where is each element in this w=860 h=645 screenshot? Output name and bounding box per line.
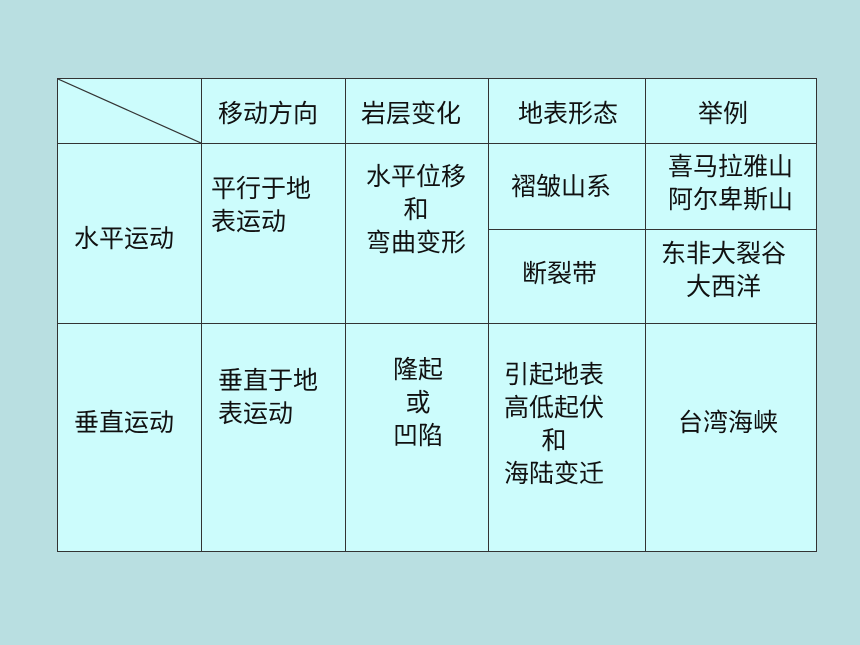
- row-divider-main: [58, 323, 816, 324]
- col-divider-4: [645, 79, 646, 551]
- row-name-vertical: 垂直运动: [74, 408, 175, 437]
- header-example: 举例: [698, 99, 749, 128]
- col-divider-2: [345, 79, 346, 551]
- vertical-landform: 引起地表 高低起伏 和 海陆变迁: [504, 360, 605, 488]
- horizontal-landform-fold: 褶皱山系: [511, 172, 612, 201]
- horizontal-direction: 平行于地 表运动: [211, 174, 312, 236]
- horizontal-example-fault: 东非大裂谷 大西洋: [661, 239, 787, 301]
- vertical-direction: 垂直于地 表运动: [218, 366, 319, 428]
- header-direction: 移动方向: [218, 99, 319, 128]
- row-divider-horizontal-sub: [488, 229, 816, 230]
- col-divider-3: [488, 79, 489, 551]
- diagonal-header-line: [58, 79, 201, 143]
- row-name-horizontal: 水平运动: [74, 224, 175, 253]
- vertical-strata: 隆起 或 凹陷: [393, 355, 444, 450]
- col-divider-1: [201, 79, 202, 551]
- vertical-example: 台湾海峡: [678, 408, 779, 437]
- horizontal-landform-fault: 断裂带: [522, 259, 598, 288]
- horizontal-example-fold: 喜马拉雅山 阿尔卑斯山: [668, 152, 794, 214]
- crust-movement-table: 移动方向 岩层变化 地表形态 举例 水平运动 平行于地 表运动 水平位移 和 弯…: [57, 78, 817, 552]
- horizontal-strata: 水平位移 和 弯曲变形: [366, 162, 467, 257]
- row-divider-header: [58, 143, 816, 144]
- header-strata: 岩层变化: [361, 99, 462, 128]
- header-landform: 地表形态: [518, 99, 619, 128]
